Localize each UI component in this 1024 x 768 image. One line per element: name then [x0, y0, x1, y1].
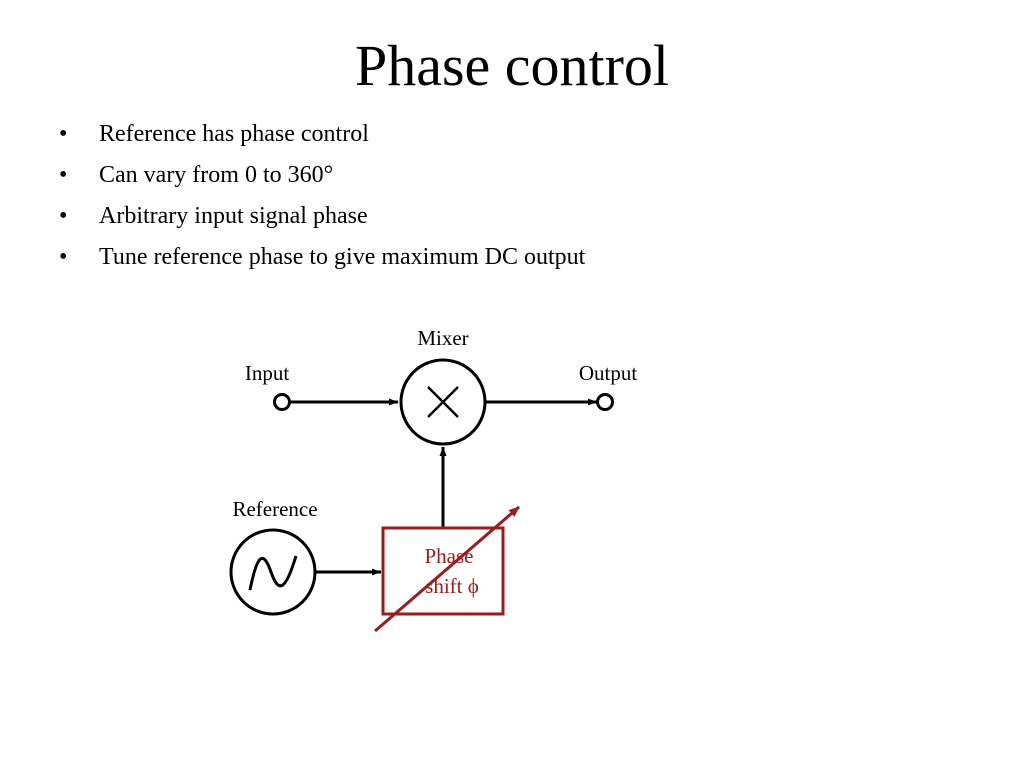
bullet-text: Reference has phase control: [99, 121, 369, 147]
bullet-dot: •: [59, 244, 68, 270]
reference-label: Reference: [232, 497, 317, 521]
bullet-item: • Reference has phase control: [56, 114, 585, 155]
slide-title: Phase control: [354, 33, 670, 98]
bullet-dot: •: [59, 162, 68, 188]
phase-shift-label-line1: Phase: [425, 544, 474, 568]
sine-wave-icon: [248, 555, 298, 591]
bullet-item: • Can vary from 0 to 360°: [56, 155, 585, 196]
bullet-item: • Tune reference phase to give maximum D…: [56, 237, 585, 278]
reference-oscillator: [229, 528, 317, 616]
mixer-label: Mixer: [417, 326, 468, 350]
phase-shift-box: [381, 526, 505, 616]
output-terminal: [596, 393, 614, 411]
bullet-dot: •: [59, 121, 68, 147]
bullet-text: Can vary from 0 to 360°: [99, 162, 334, 188]
phase-shift-label-line2: shift ϕ: [425, 574, 479, 598]
input-terminal: [273, 393, 291, 411]
bullet-dot: •: [59, 203, 68, 229]
multiply-cross-icon: [427, 386, 459, 418]
output-label: Output: [579, 361, 638, 385]
variable-arrow-icon: [374, 505, 520, 633]
bullet-text: Tune reference phase to give maximum DC …: [99, 244, 586, 270]
bullet-text: Arbitrary input signal phase: [99, 203, 368, 229]
bullet-item: • Arbitrary input signal phase: [56, 196, 585, 237]
bullet-list: • Reference has phase control • Can vary…: [56, 114, 585, 278]
input-label: Input: [245, 361, 289, 385]
